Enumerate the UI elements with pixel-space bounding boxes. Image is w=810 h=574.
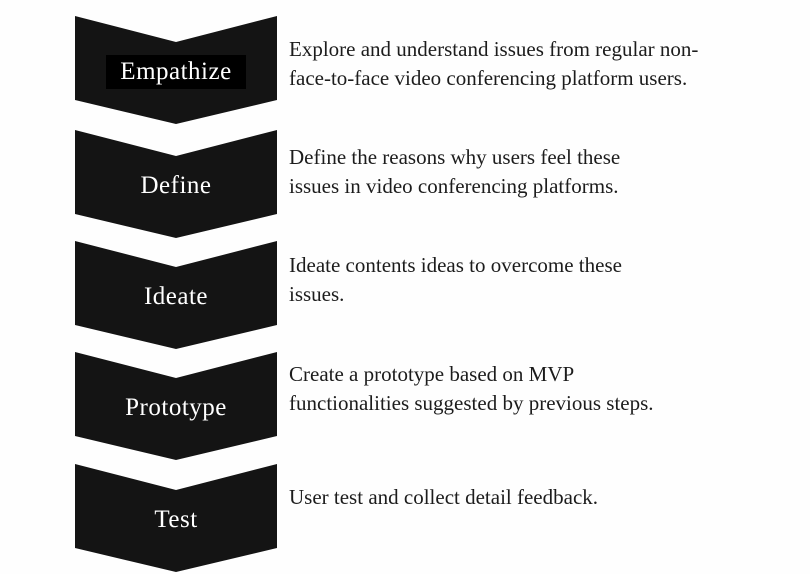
step-description: User test and collect detail feedback. [289, 485, 599, 509]
step-label: Prototype [125, 394, 227, 421]
chevron-arrow-shape [75, 130, 277, 238]
step-label-wrap: Define [75, 169, 277, 203]
step-label-wrap: Ideate [75, 280, 277, 314]
step-label: Define [140, 172, 212, 199]
step-label: Ideate [143, 283, 209, 310]
process-step: Test User test and collect detail feedba… [0, 464, 810, 574]
chevron-arrow-shape [75, 241, 277, 349]
step-label-wrap: Prototype [75, 391, 277, 425]
process-step: Define Define the reasons why users feel… [0, 130, 810, 242]
step-description: Create a prototype based on MVP function… [289, 362, 654, 415]
step-description: Explore and understand issues from regul… [289, 37, 699, 90]
process-step: Empathize Explore and understand issues … [0, 16, 810, 128]
step-label: Empathize [106, 55, 246, 89]
step-label-wrap: Empathize [75, 55, 277, 89]
chevron-arrow-shape [75, 464, 277, 572]
step-description: Define the reasons why users feel these … [289, 145, 621, 198]
process-step: Prototype Create a prototype based on MV… [0, 352, 810, 464]
process-step: Ideate Ideate contents ideas to overcome… [0, 241, 810, 353]
step-label: Test [154, 506, 198, 533]
step-description: Ideate contents ideas to overcome these … [289, 253, 622, 306]
step-label-wrap: Test [75, 503, 277, 537]
chevron-arrow-shape [75, 352, 277, 460]
